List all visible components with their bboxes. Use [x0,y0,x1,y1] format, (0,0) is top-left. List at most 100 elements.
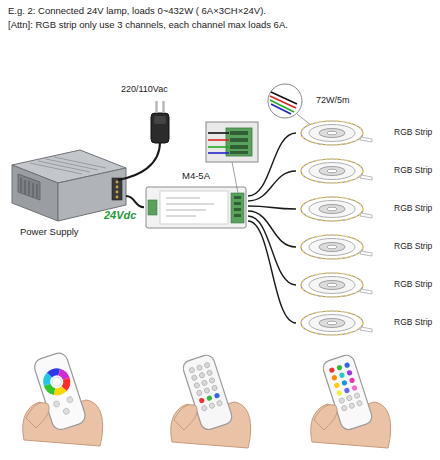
strip-wire [248,211,296,247]
strip-wire [248,133,296,196]
power-supply-unit-part [30,157,106,174]
colour-button-remote-part-part-part [349,402,356,409]
button-remote-part-part [214,392,221,399]
rgb-strip: RGB Strip [296,305,438,341]
colour-button-remote-part-part [336,364,343,371]
terminal-inset-part-part [208,139,229,141]
colour-button-remote-part-part-part [354,392,361,399]
colour-button-remote-part-part-part [341,405,348,412]
button-remote-part-part [206,395,213,402]
button-remote-part-part [216,400,223,407]
touch-remote-part-part [44,369,69,394]
attention-note: [Attn]: RGB strip only use 3 channels, e… [8,19,288,30]
controller-body-part-part [166,198,200,199]
illustration-part [301,235,372,259]
rgb-strip-label: RGB Strip [394,203,432,213]
illustration-part [301,273,372,297]
terminal-inset-part [230,131,248,154]
power-supply-unit-part-part [28,181,29,195]
controller-body-part-part [234,208,241,211]
button-remote-part-part-part [206,370,213,377]
button-remote-part-part-part [204,387,211,394]
button-remote [171,353,251,448]
wire-detail-circle-part [270,92,297,114]
power-supply-label: Power Supply [20,226,79,237]
button-remote-part-part [189,362,218,396]
controller-body-part [166,198,214,216]
rgb-strip: RGB Strip [296,153,438,189]
power-supply-unit-part-part [20,178,21,192]
controller-label: M4-5A [144,170,248,181]
colour-button-remote-part-part [351,385,358,392]
button-remote-part-part-part [204,362,211,369]
terminal-inset-part-part [208,152,229,154]
colour-button-remote [311,353,391,448]
illustration-part [301,197,372,221]
colour-button-remote-part-part [339,372,346,379]
controller-body-part-part [166,204,214,205]
power-supply-unit-part-part [116,191,119,194]
touch-remote-part-part [44,369,69,394]
colour-button-remote-part-part [338,392,362,411]
terminal-inset-part [226,128,252,156]
strip-wire [248,221,296,323]
power-supply-unit-part [21,178,37,198]
mains-plug-part [154,116,166,124]
rgb-strip-label: RGB Strip [394,317,432,327]
power-supply-unit-part [112,178,122,200]
touch-remote-part-part [44,369,69,394]
button-remote-part-part-part [196,364,203,371]
controller-body-part-part [234,214,241,217]
touch-remote [23,351,103,446]
button-remote-part-part-part [194,382,201,389]
power-supply-unit-part [18,174,40,200]
diagram-title: E.g. 2: Connected 24V lamp, loads 0~432W… [8,5,266,16]
colour-button-remote-part-part-part [346,395,353,402]
strip-wire [248,206,296,209]
rgb-strip-label: RGB Strip [394,279,432,289]
strip-wire [248,171,296,201]
button-remote-part-part [209,402,216,409]
mains-plug-part [118,142,160,180]
terminal-inset-part [208,133,229,153]
wire-detail-circle-part-part [271,104,291,114]
voltage-output-label: 24Vdc [104,209,136,222]
touch-remote-part-part [51,376,62,387]
colour-button-remote-part-part [349,377,356,384]
controller-body-part-part [166,216,196,217]
terminal-inset-part-part [230,151,248,154]
power-supply-unit-part-part [116,196,119,199]
illustration-part [301,311,372,335]
terminal-inset-part [232,162,238,193]
colour-button-remote-part [314,405,337,430]
touch-remote-part [26,403,49,428]
colour-button-remote-part-part [329,367,336,374]
terminal-inset [206,122,258,193]
controller-body-part-part [234,196,241,199]
colour-button-remote-part-part [331,374,338,381]
controller-body [146,187,246,228]
voltage-label: 220/110Vac [121,84,168,95]
touch-remote-part-part [53,400,61,408]
rgb-strip: RGB Strip [296,267,438,303]
strip-rating: 72W/5m [316,95,350,106]
controller: M4-5A [144,168,248,232]
button-remote-part-part-part [199,372,206,379]
mains-plug-part [151,113,169,143]
colour-button-remote-part-part-part [356,400,363,407]
power-supply-unit-part-part [32,183,33,197]
button-remote-part-part-part [191,374,198,381]
wire-detail-circle-part [268,84,302,118]
controller-body-part [148,200,157,215]
controller-body-part [146,187,246,228]
colour-button-remote-part-part [341,380,348,387]
colour-button-remote-part-part [334,382,341,389]
power-supply-unit-part-part [116,181,119,184]
power-supply-unit-part-part [36,184,37,198]
colour-button-remote-part-part [344,387,351,394]
button-remote-part-part-part [189,367,196,374]
button-remote-part-part-part [196,390,203,397]
rgb-strip: RGB Strip [296,229,438,265]
controller-body-part [231,193,244,223]
rgb-strip-label: RGB Strip [394,165,432,175]
